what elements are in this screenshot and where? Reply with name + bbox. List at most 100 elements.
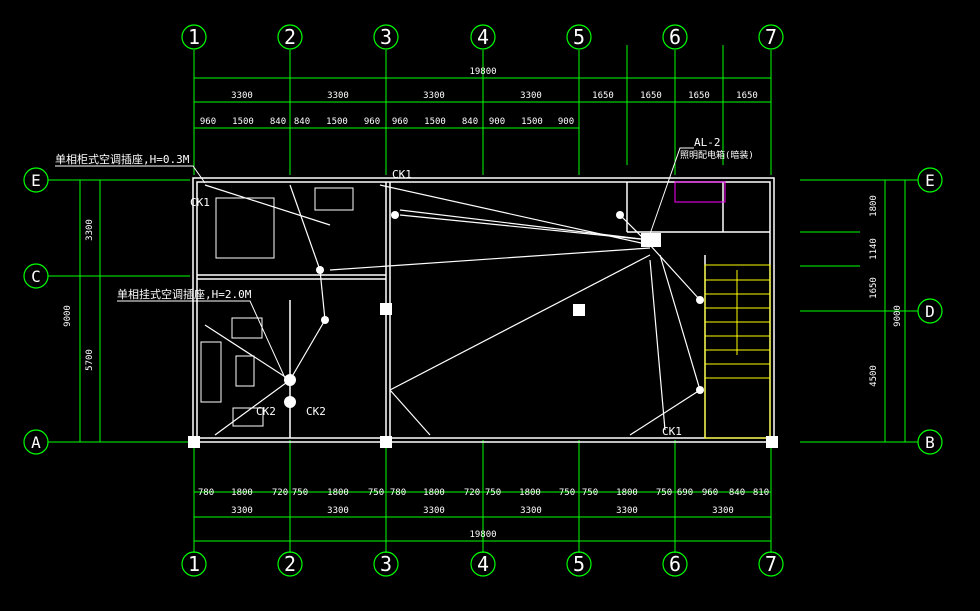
dimension-bottom-row1: 1800 [423,488,445,498]
furniture [200,181,726,427]
dimension-bottom-row1: 750 [656,488,672,498]
row-axis-label: B [925,433,935,452]
dimension-right-outer: 9000 [893,305,903,327]
dimension-top-row2: 840 [462,117,478,127]
dimension-top-row1: 3300 [423,91,445,101]
column-axis-bubble [758,24,784,50]
column-axis-bubble [470,551,496,577]
dimension-left-inner: 3300 [85,219,95,241]
dimension-bottom-row1: 1800 [616,488,638,498]
column-axis-label: 4 [477,25,489,49]
leader-line [649,147,694,235]
dimension-bottom-row1: 750 [559,488,575,498]
dimension-right-inner: 4500 [869,365,879,387]
dimension-top-row2: 960 [392,117,408,127]
dimension-lines [48,45,918,542]
annotation-ck1: CK1 [190,196,210,209]
dimension-bottom-row2: 3300 [616,506,638,516]
column-axis-bubble [181,551,207,577]
dimension-bottom-row2: 3300 [327,506,349,516]
column-axis-bubble [566,551,592,577]
devices [188,211,778,448]
column-axis-label: 3 [380,25,392,49]
dimension-bottom-row1: 960 [702,488,718,498]
dimension-bottom-row1: 750 [582,488,598,498]
column-axis-label: 5 [573,25,585,49]
column-axis-label: 2 [284,552,296,576]
row-axis-label: D [925,302,935,321]
dimension-top-row1: 3300 [327,91,349,101]
dimension-top-row2: 1500 [424,117,446,127]
dimension-left-inner: 5700 [85,349,95,371]
dimension-top-row1: 1650 [736,91,758,101]
column-axis-bubble [470,24,496,50]
row-axis-label: A [31,433,41,452]
dimension-top-row2: 960 [364,117,380,127]
column-axis-label: 2 [284,25,296,49]
annotation-ck2: CK2 [306,405,326,418]
column-axis-bubble [181,24,207,50]
column-axis-label: 6 [669,552,681,576]
dimension-top-row2: 1500 [326,117,348,127]
dimension-bottom-row2: 3300 [712,506,734,516]
row-axis-bubble [23,263,49,289]
column-axis-label: 6 [669,25,681,49]
dimension-top-row2: 960 [200,117,216,127]
dimension-bottom-row1: 1800 [327,488,349,498]
row-axis-bubble [23,167,49,193]
annotation-panel-id: AL-2 [694,136,721,149]
dimension-bottom-row2: 3300 [423,506,445,516]
dimension-top-row1: 3300 [231,91,253,101]
column-axis-bubble [373,551,399,577]
column-axis-label: 7 [765,552,777,576]
dimension-bottom-row1: 780 [198,488,214,498]
annotation-wall-socket: 单相挂式空调插座,H=2.0M [117,287,252,301]
dimension-right-inner: 1650 [869,277,879,299]
column-axis-bubble [277,24,303,50]
dimension-top-row2: 840 [294,117,310,127]
dimension-top-row2: 1500 [232,117,254,127]
column-axis-label: 5 [573,552,585,576]
dimension-bottom-row1: 720 [464,488,480,498]
column-axis-bubble [662,24,688,50]
column-axis-label: 4 [477,552,489,576]
dimension-bottom-row1: 750 [485,488,501,498]
dimension-bottom-row2: 3300 [231,506,253,516]
dimension-bottom-row1: 840 [729,488,745,498]
row-axis-label: E [925,171,935,190]
column-axis-label: 1 [188,552,200,576]
row-axis-bubble [917,298,943,324]
dimension-bottom-row1: 780 [390,488,406,498]
annotation-panel-note: 照明配电箱(暗装) [680,149,754,161]
dimension-top-row1: 1650 [592,91,614,101]
annotation-cabinet-socket: 单相柜式空调插座,H=0.3M [55,152,190,166]
column-axis-label: 3 [380,552,392,576]
dimension-right-inner: 1800 [869,195,879,217]
dimension-top-row1: 1650 [640,91,662,101]
column-axis-lines [193,50,772,553]
column-axis-label: 7 [765,25,777,49]
dimension-right-inner: 1140 [869,238,879,260]
walls [192,177,775,443]
dimension-top-row2: 1500 [521,117,543,127]
annotation-ck1: CK1 [662,425,682,438]
annotation-ck1: CK1 [392,168,412,181]
dimension-top-row2: 900 [489,117,505,127]
row-axis-label: C [31,267,41,286]
annotation-ck2: CK2 [256,405,276,418]
row-axis-bubble [917,167,943,193]
dimension-bottom-row1: 720 [272,488,288,498]
overall-dimension-bottom: 19800 [469,530,496,540]
row-axis-bubble [23,429,49,455]
column-axis-bubble [662,551,688,577]
dimension-top-row2: 900 [558,117,574,127]
column-axis-bubble [758,551,784,577]
dimension-bottom-row1: 1800 [519,488,541,498]
dimension-left-outer: 9000 [63,305,73,327]
dimension-bottom-row1: 750 [368,488,384,498]
row-axis-label: E [31,171,41,190]
overall-dimension-top: 19800 [469,67,496,77]
